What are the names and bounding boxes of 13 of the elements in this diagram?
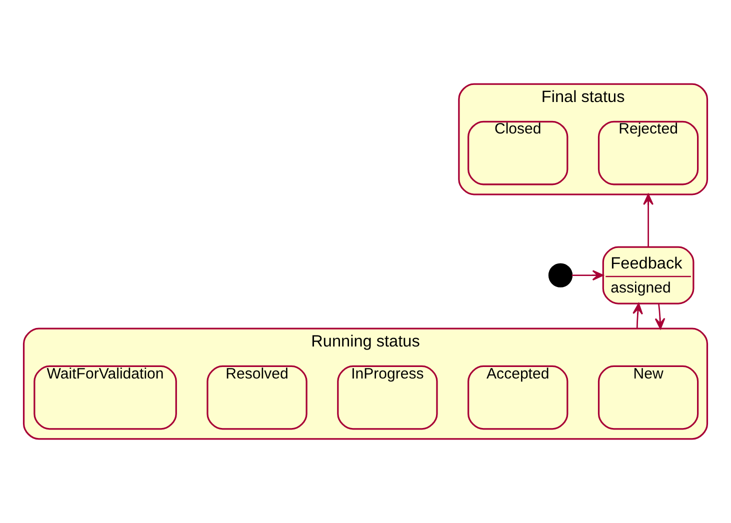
arrow — [654, 304, 666, 330]
arrow — [643, 194, 654, 247]
node-box: Closed — [468, 120, 568, 186]
node-box: Feedback assigned — [602, 246, 694, 304]
node-box: New — [598, 365, 699, 430]
arrow — [572, 270, 604, 280]
node-box: Accepted — [468, 365, 568, 430]
arrow — [632, 303, 643, 329]
node-circle — [548, 263, 573, 288]
node-box: InProgress — [337, 365, 438, 430]
node-box: WaitForValidation — [34, 365, 177, 430]
node-box: Resolved — [206, 365, 308, 430]
node-box: Rejected — [598, 120, 699, 186]
